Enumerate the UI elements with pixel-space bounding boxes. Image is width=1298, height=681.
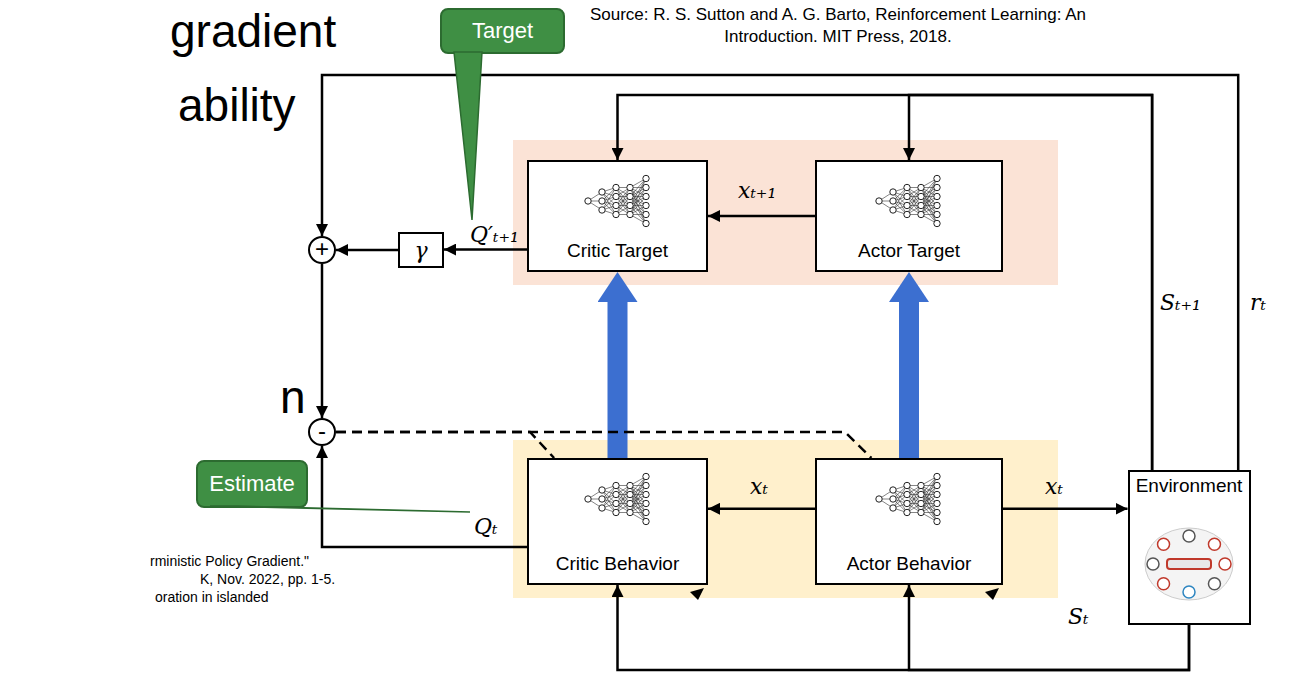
network-icon [584,470,652,528]
signal-line [322,446,527,547]
node-text: Estimate [209,471,295,497]
slide-text: gradient [170,4,336,58]
slide-text: n [280,370,306,424]
signal-label: rₜ [1250,290,1266,315]
signal-line [322,75,1238,470]
node-text: Environment [1136,475,1243,497]
signal-line [1003,508,1128,511]
behavior-band [513,440,1058,598]
signal-line [444,248,527,251]
signal-line [708,508,815,511]
signal-line [618,585,1190,670]
critic-behavior-box: Critic Behavior [527,458,708,585]
discount-block: γ [398,232,444,268]
reference-text: oration in islanded [155,589,269,605]
node-text: + [315,237,329,261]
target-callout: Target [440,8,565,54]
reference-text: rministic Policy Gradient." [150,553,309,569]
signal-label: xₜ [750,474,768,499]
soft-update-arrow [899,302,919,458]
signal-label: Sₜ [1068,604,1089,629]
sum-junction: + [308,236,336,264]
slide-text: ability [178,78,296,132]
signal-label: Qₜ [474,514,497,539]
critic-target-box: Critic Target [527,160,708,272]
difference-junction: - [308,418,336,446]
signal-line [618,95,1153,470]
source-note: Source: R. S. Sutton and A. G. Barto, Re… [578,4,1098,48]
environment-box: Environment [1128,470,1251,625]
signal-label: Sₜ₊₁ [1160,290,1201,315]
gradient-link [336,432,554,458]
signal-label: xₜ [1045,474,1063,499]
signal-line [336,249,398,252]
node-text: Target [472,18,533,44]
update-mark [690,588,999,600]
gradient-link [336,432,871,458]
reference-text: K, Nov. 2022, pp. 1-5. [200,571,335,587]
node-text: Critic Target [567,240,668,262]
signal-label: xₜ₊₁ [738,178,776,203]
node-text: Actor Behavior [847,553,972,575]
estimate-callout: Estimate [196,460,308,508]
signal-line [708,215,815,218]
node-text: Actor Target [858,240,960,262]
node-text: Critic Behavior [556,553,680,575]
actor-behavior-box: Actor Behavior [815,458,1003,585]
node-text: - [318,419,326,443]
soft-update-arrow [608,302,628,458]
actor-target-box: Actor Target [815,160,1003,272]
signal-label: Q′ₜ₊₁ [470,222,519,247]
signal-line [321,264,324,418]
network-icon [584,172,652,230]
network-icon [875,172,943,230]
signal-line [909,95,1152,470]
network-icon [875,470,943,528]
target-band [513,140,1058,285]
grid-icon [1141,524,1237,604]
node-text: γ [414,238,427,263]
